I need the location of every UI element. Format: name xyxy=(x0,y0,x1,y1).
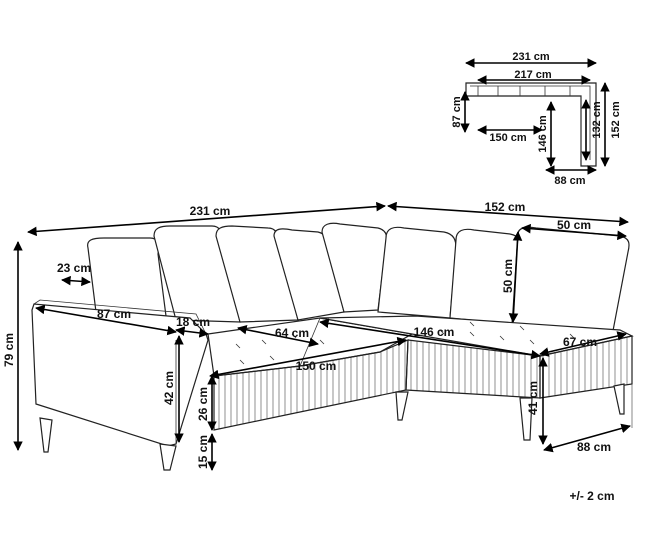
top-seat-width-label: 150 cm xyxy=(489,132,527,144)
top-total-depth-label: 152 cm xyxy=(610,101,622,139)
leg-chaise-front xyxy=(395,391,409,421)
chaise-depth-label: 152 cm xyxy=(485,200,526,214)
top-depth-label: 87 cm xyxy=(451,96,463,127)
leg-chaise-back xyxy=(613,383,625,415)
chaise-base-height-label: 41 cm xyxy=(526,381,540,415)
seat-width-label: 150 cm xyxy=(296,359,337,373)
leg-chaise-corner xyxy=(519,397,533,441)
back-cushion-width-label: 50 cm xyxy=(557,218,591,232)
seat-depth-label: 64 cm xyxy=(275,326,309,340)
back-cushion-6 xyxy=(377,226,457,319)
top-chaise-length-label: 146 cm xyxy=(537,115,549,153)
top-view-outline xyxy=(465,82,597,167)
armrest-width-label: 23 cm xyxy=(57,261,91,275)
main-dimensions: 231 cm 152 cm 50 cm 50 cm 79 cm 23 cm 87… xyxy=(2,200,633,471)
height-label: 79 cm xyxy=(2,333,16,367)
seat-height-label: 42 cm xyxy=(162,371,176,405)
chaise-width-label: 88 cm xyxy=(577,440,611,454)
arm-depth-label: 87 cm xyxy=(97,307,131,321)
top-view-seat-lines xyxy=(470,85,591,160)
top-total-width-label: 231 cm xyxy=(512,51,550,63)
leg-front-left xyxy=(39,417,53,453)
arm-height-label: 18 cm xyxy=(176,315,210,329)
back-cushion-8 xyxy=(511,226,630,337)
chaise-seat-depth-label: 67 cm xyxy=(563,335,597,349)
total-width-label: 231 cm xyxy=(190,204,231,218)
leg-front-mid xyxy=(159,443,177,471)
sofa-perspective xyxy=(31,222,634,471)
chaise-length-label: 146 cm xyxy=(414,325,455,339)
back-cushion-height-label: 50 cm xyxy=(501,259,515,293)
leg-height-label: 15 cm xyxy=(196,435,210,469)
tolerance-note: +/- 2 cm xyxy=(569,489,614,503)
top-inner-width-label: 217 cm xyxy=(514,69,552,81)
top-inner-depth-label: 132 cm xyxy=(591,101,603,139)
top-view-plan: 231 cm 217 cm 87 cm 150 cm 146 cm 132 cm… xyxy=(451,51,622,187)
base-height-label: 26 cm xyxy=(196,387,210,421)
top-chaise-width-label: 88 cm xyxy=(554,175,585,187)
